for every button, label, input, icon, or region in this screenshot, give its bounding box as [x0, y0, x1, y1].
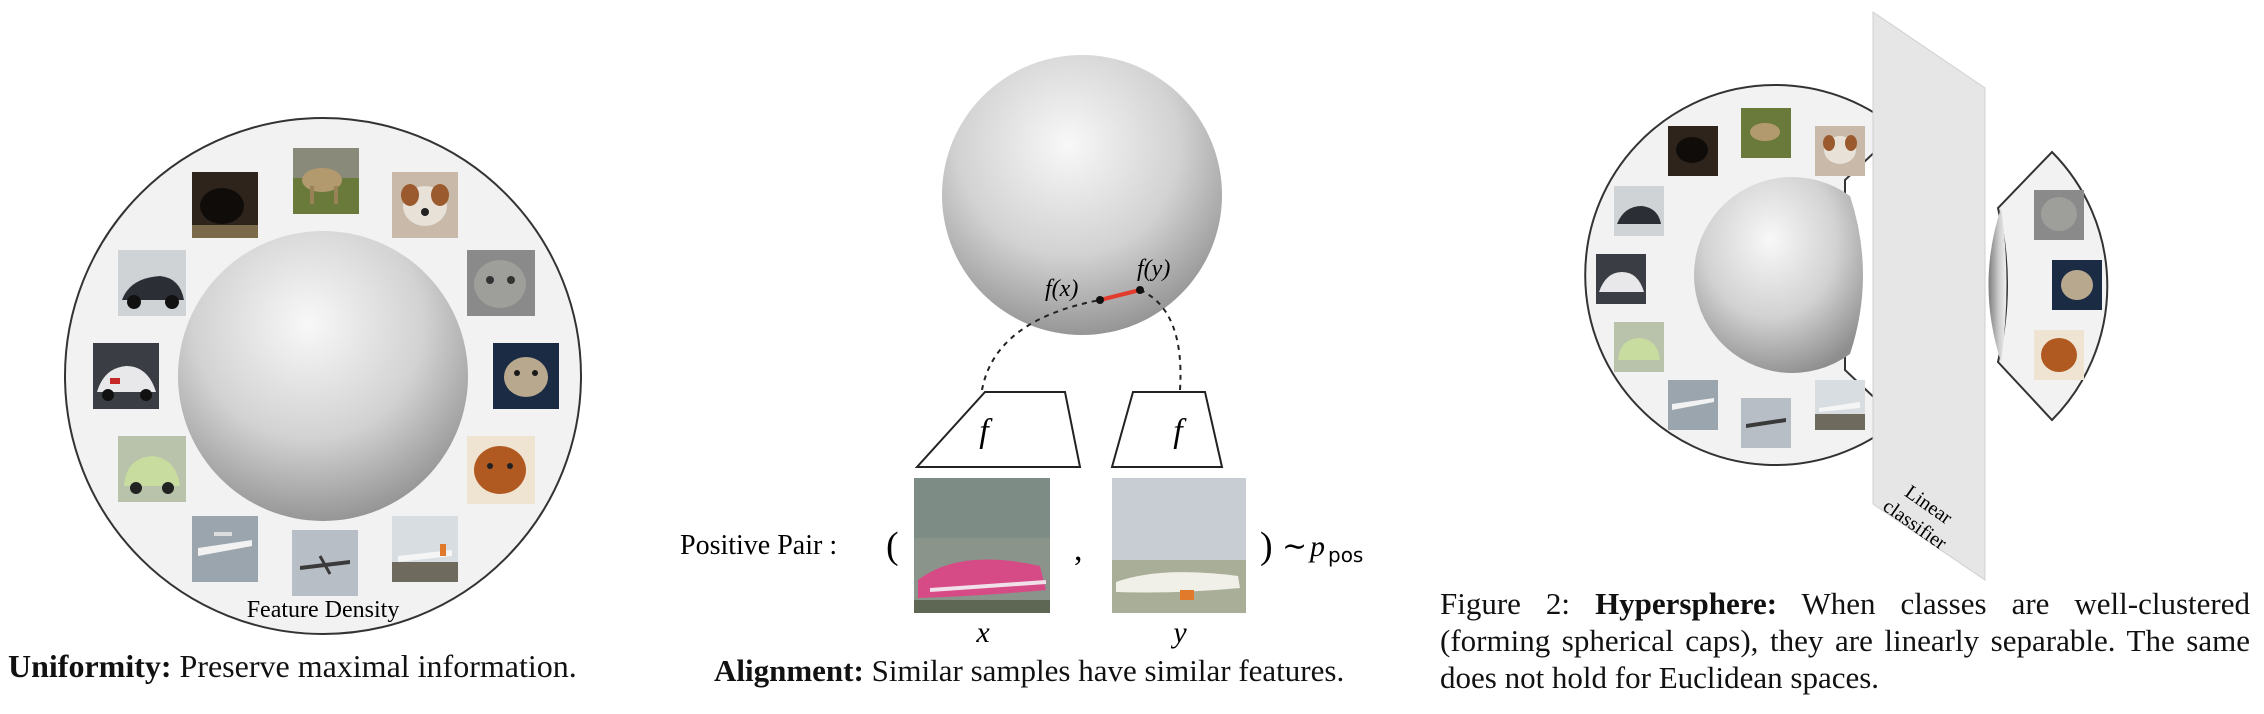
image-y [1112, 478, 1246, 613]
thumbnail-car-smart [118, 436, 186, 502]
thumbnail-car-shelby [118, 250, 186, 316]
figure-caption-bold: Hypersphere: [1595, 586, 1778, 621]
uniformity-caption-bold: Uniformity: [8, 648, 172, 684]
ring-thumb-car-smart [1614, 322, 1664, 372]
encoder-f-left [914, 391, 1082, 468]
uniformity-panel: Feature Density [64, 117, 582, 635]
alignment-caption-text: Similar samples have similar features. [863, 653, 1345, 688]
hypersphere-panel: Linear classifier [1584, 11, 2109, 581]
thumbnail-cat-tabby [467, 250, 535, 316]
fx-point [1096, 296, 1104, 304]
positive-pair-label: Positive Pair : [680, 530, 837, 561]
cut-hypersphere [1694, 176, 1863, 374]
ring-thumb-dog-terrier [1741, 108, 1791, 158]
sector-thumb-cat-siamese [2052, 260, 2102, 310]
ring-thumb-plane-seaplane [1668, 380, 1718, 430]
thumbnail-car-red [93, 343, 159, 409]
feature-density-label: Feature Density [247, 597, 400, 623]
dotted-link-y [1139, 289, 1182, 391]
image-x [914, 478, 1050, 613]
pos-subscript: pos [1328, 543, 1363, 567]
alignment-distance-line [1099, 288, 1141, 302]
fx-label: f(x) [1045, 276, 1078, 302]
alignment-hypersphere [942, 55, 1222, 335]
thumbnail-dog-puppy [392, 172, 458, 238]
uniformity-caption-text: Preserve maximal information. [171, 648, 577, 684]
figure-caption-prefix: Figure 2: [1440, 586, 1596, 621]
thumbnail-plane-seaplane [192, 516, 258, 582]
paren-open: ( [886, 525, 899, 567]
sim-symbol: ∼ [1282, 530, 1307, 563]
fy-point [1136, 286, 1144, 294]
uniformity-caption: Uniformity: Preserve maximal information… [8, 648, 577, 685]
thumbnail-cat-siamese [493, 343, 559, 409]
x-label: x [975, 616, 990, 649]
ring-thumb-dog-black [1668, 126, 1718, 176]
figure-caption-text: When classes are well-clustered (forming… [1440, 586, 2250, 695]
alignment-caption: Alignment: Similar samples have similar … [714, 653, 1344, 689]
encoder-f-right [1110, 391, 1224, 468]
p-symbol: p [1308, 530, 1325, 563]
dotted-link-x [981, 299, 1101, 391]
figure-caption: Figure 2: Hypersphere: When classes are … [1440, 585, 2250, 696]
thumbnail-dog-terrier [293, 148, 359, 214]
thumbnail-plane-jet [392, 516, 458, 582]
thumbnail-cat-orange [467, 436, 535, 504]
paren-close: ) [1260, 525, 1273, 567]
linear-classifier-plane [1872, 11, 1986, 581]
ring-thumb-plane-jet [1815, 380, 1865, 430]
ring-thumb-car-shelby [1614, 186, 1664, 236]
hypersphere [178, 231, 468, 521]
sector-thumb-cat-orange [2034, 330, 2084, 380]
alignment-caption-bold: Alignment: [714, 653, 864, 688]
ring-thumb-plane-small [1741, 398, 1791, 448]
y-label: y [1170, 616, 1187, 649]
spherical-cap [1988, 208, 2007, 362]
fy-label: f(y) [1137, 256, 1170, 282]
thumbnail-dog-black [192, 172, 258, 238]
alignment-panel: f(x) f(y) f f Positive Pair : ( , ) ∼ p … [680, 55, 1363, 649]
ring-thumb-car-red [1596, 254, 1646, 304]
pair-comma: , [1074, 531, 1083, 568]
ring-thumb-dog-puppy [1815, 126, 1865, 176]
sector-thumb-cat-tabby [2034, 190, 2084, 240]
thumbnail-plane-small [292, 530, 358, 596]
